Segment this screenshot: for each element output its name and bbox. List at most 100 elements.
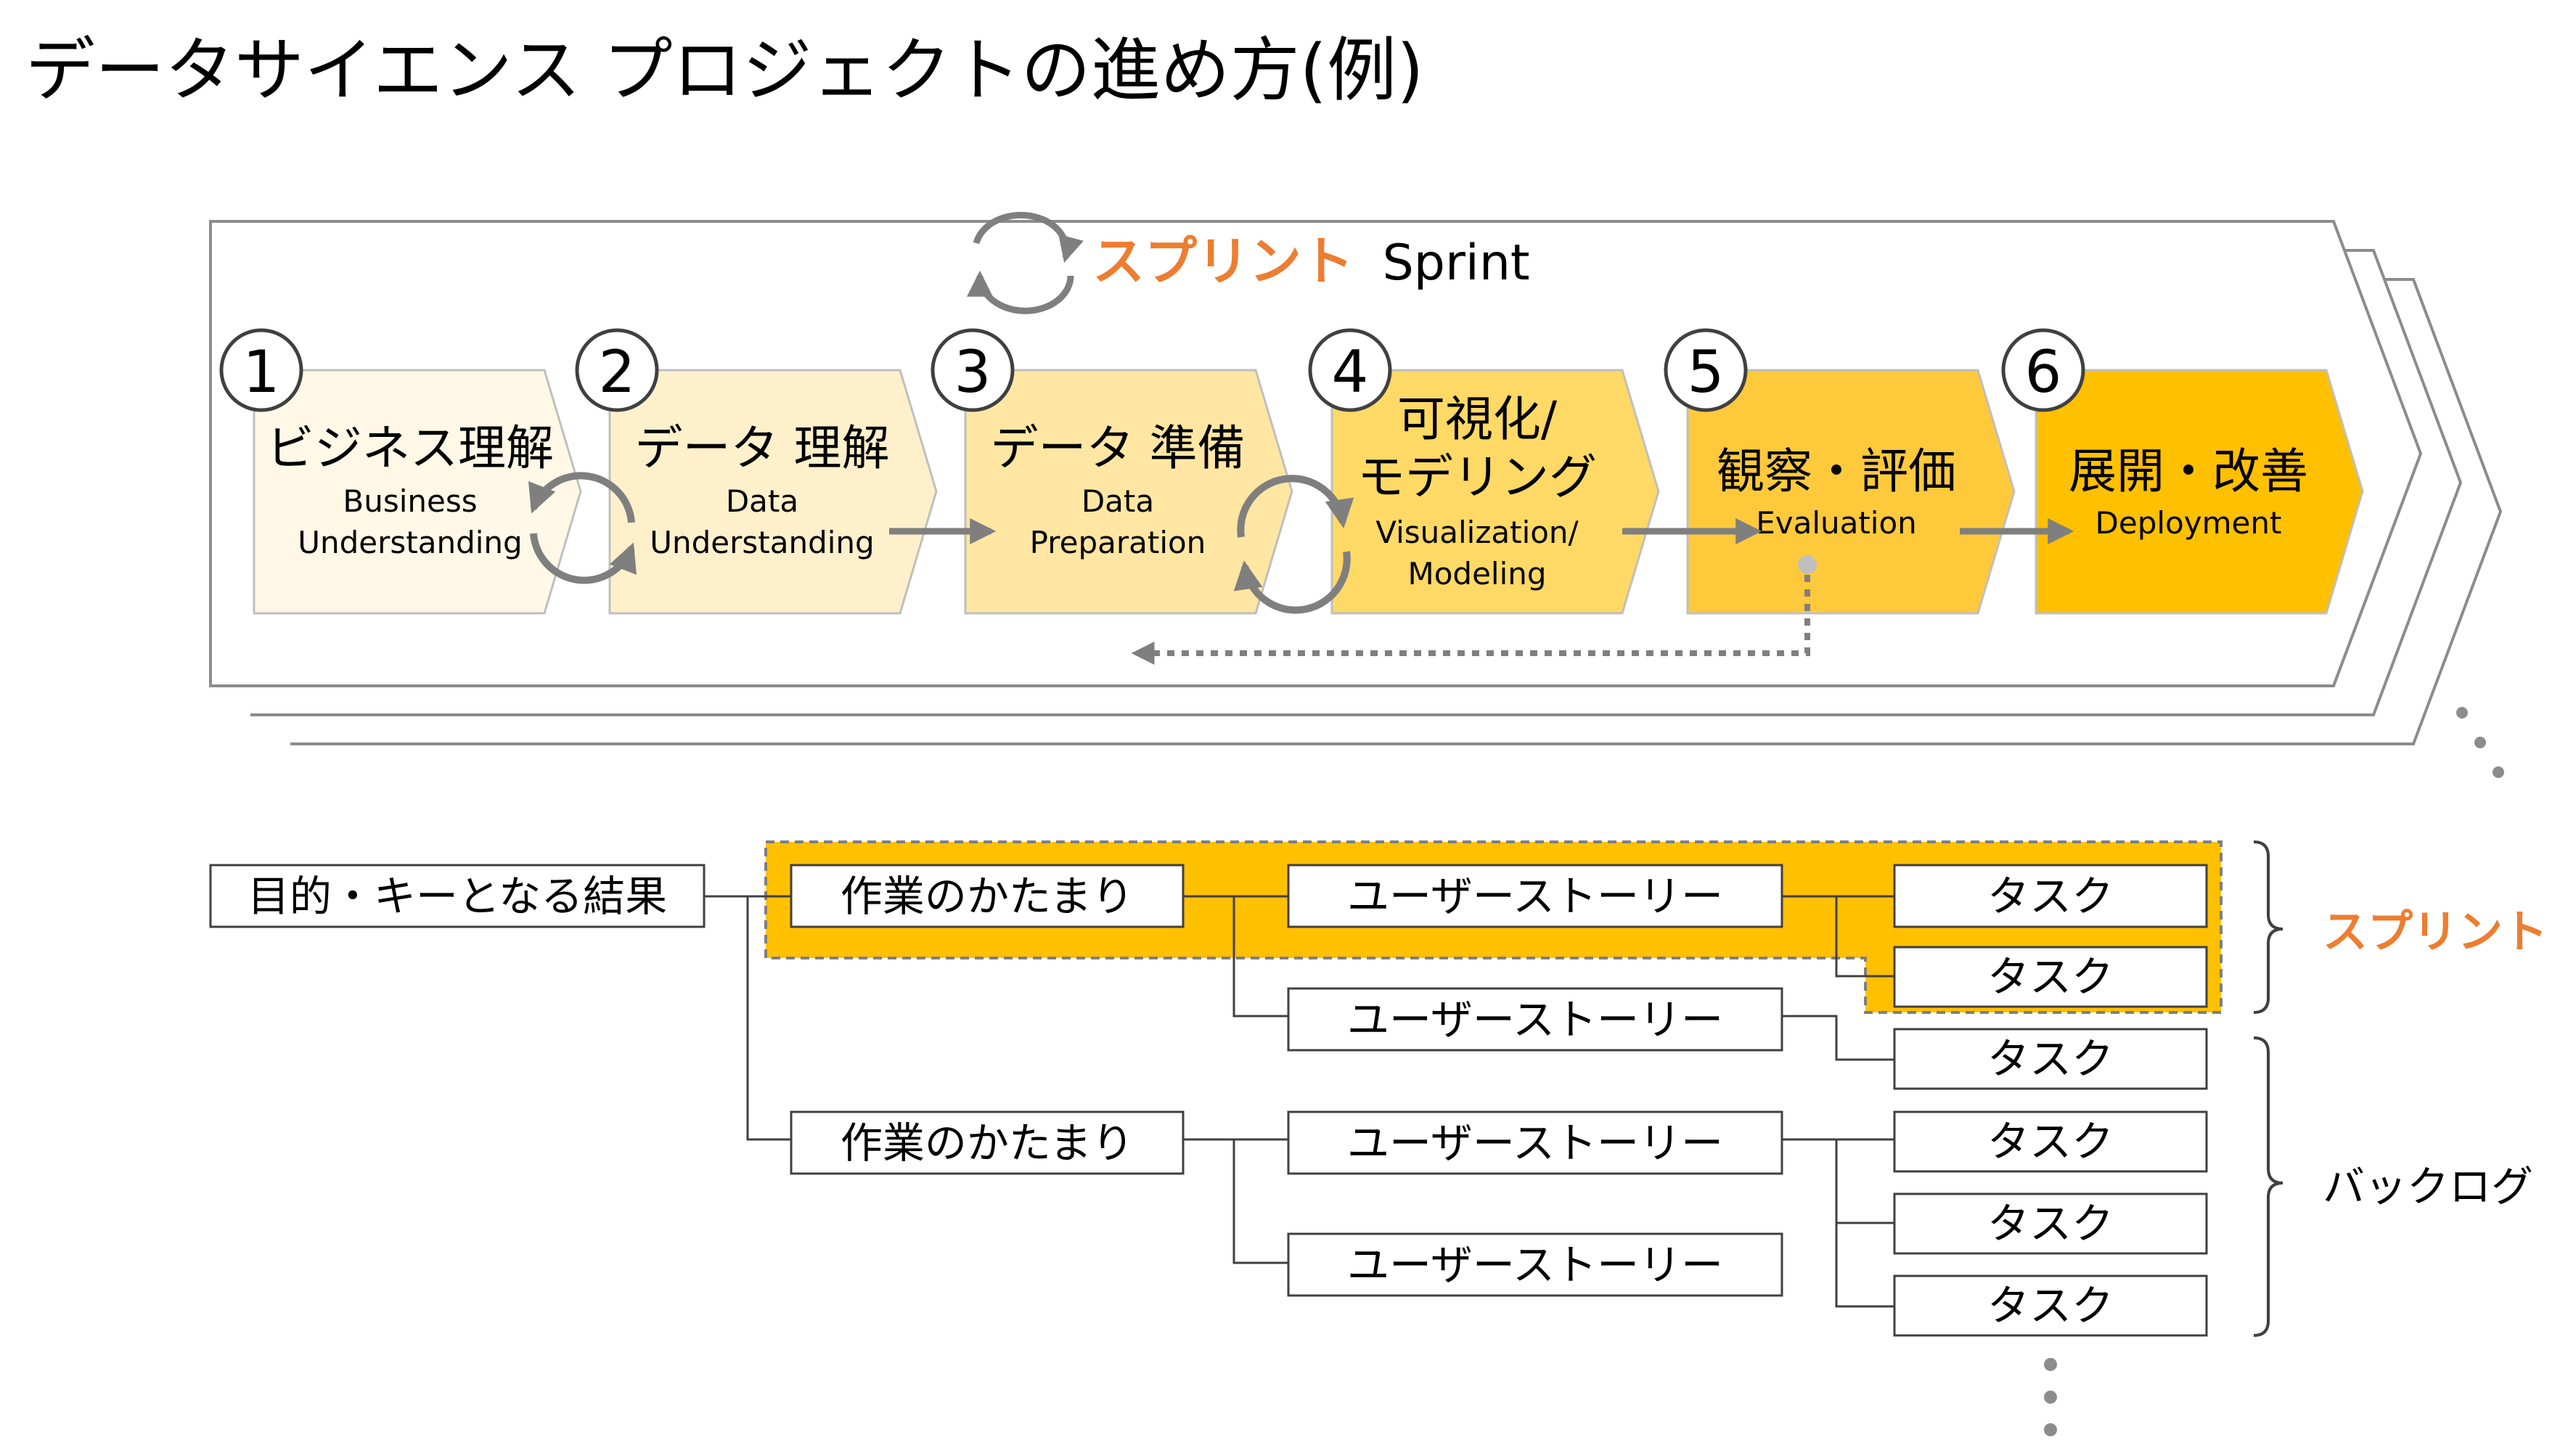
task-label: タスク [1987, 872, 2114, 921]
ellipsis-dot [2474, 737, 2486, 748]
step-3-label-en-2: Preparation [1030, 525, 1206, 560]
step-5-badge [1664, 328, 1748, 412]
step-3-badge [931, 328, 1015, 412]
more-tasks-ellipsis [2044, 1358, 2057, 1436]
page-title: データサイエンス プロジェクトの進め方(例) [25, 30, 1424, 111]
task-label: タスク [1987, 1117, 2114, 1166]
task-box [1893, 864, 2208, 928]
step-1-badge [219, 328, 303, 412]
step-1-number: 1 [243, 338, 280, 406]
epic-label: 作業のかたまり [841, 1118, 1134, 1168]
task-node[interactable]: タスク [1893, 946, 2208, 1008]
user-story-label: ユーザーストーリー [1347, 995, 1723, 1044]
sprint-header: スプリント Sprint [1092, 231, 1530, 292]
step-6-label-en: Deployment [2095, 505, 2282, 541]
task-node[interactable]: タスク [1893, 1192, 2208, 1255]
step-4[interactable]: 4 可視化/ モデリング Visualization/ Modeling [1308, 328, 1660, 615]
step-5-label-en: Evaluation [1756, 505, 1917, 541]
step-1-label-jp: ビジネス理解 [266, 420, 554, 476]
user-story-node[interactable]: ユーザーストーリー [1287, 1110, 1783, 1175]
user-story-box [1287, 1232, 1783, 1297]
user-story-node[interactable]: ユーザーストーリー [1287, 1232, 1783, 1297]
step-6-label-jp: 展開・改善 [2069, 443, 2308, 499]
epic-box [790, 1110, 1185, 1175]
more-sprints-ellipsis [2456, 707, 2504, 778]
step-5-number: 5 [1688, 338, 1725, 406]
backlog-bracket [2253, 1036, 2283, 1337]
step-3[interactable]: 3 データ 準備 Data Preparation [931, 328, 1293, 615]
sprint-header-jp: スプリント [1092, 231, 1354, 292]
step-2-label-en-2: Understanding [650, 525, 874, 560]
user-story-node[interactable]: ユーザーストーリー [1287, 864, 1783, 928]
task-node[interactable]: タスク [1893, 1274, 2208, 1337]
epic-label: 作業のかたまり [841, 872, 1134, 921]
step-3-shape [964, 369, 1293, 615]
sprint-bracket-label: スプリント [2323, 905, 2548, 958]
step-1-label-en-1: Business [343, 483, 477, 519]
step-1-label-en-2: Understanding [298, 525, 522, 560]
task-label: タスク [1987, 1199, 2114, 1248]
task-label: タスク [1987, 952, 2114, 1002]
task-label: タスク [1987, 1034, 2114, 1084]
step-4-label-jp-2: モデリング [1357, 449, 1597, 505]
tree-connectors [704, 895, 1894, 1308]
step-5[interactable]: 5 観察・評価 Evaluation [1664, 328, 2016, 615]
step-6-shape [2035, 369, 2364, 615]
ellipsis-dot [2044, 1423, 2057, 1436]
step-5-label-jp: 観察・評価 [1717, 443, 1956, 499]
epic-node[interactable]: 作業のかたまり [790, 1110, 1185, 1175]
step-5-shape [1686, 369, 2016, 615]
ellipsis-dot [2044, 1358, 2057, 1371]
task-box [1893, 946, 2208, 1008]
sprint-bracket [2253, 840, 2283, 1014]
step-4-number: 4 [1332, 338, 1369, 406]
root-objective-node[interactable]: 目的・キーとなる結果 [209, 864, 706, 928]
task-node[interactable]: タスク [1893, 1028, 2208, 1090]
step-4-label-jp-1: 可視化/ [1397, 391, 1558, 447]
task-box [1893, 1110, 2208, 1173]
ellipsis-dot [2044, 1391, 2057, 1404]
user-story-label: ユーザーストーリー [1347, 1118, 1723, 1168]
step-2-label-jp: データ 理解 [635, 420, 890, 476]
step-3-label-jp: データ 準備 [991, 420, 1246, 476]
root-objective-box [209, 864, 706, 928]
task-node[interactable]: タスク [1893, 1110, 2208, 1173]
step-1[interactable]: 1 ビジネス理解 Business Understanding [219, 328, 582, 615]
task-box [1893, 1274, 2208, 1337]
cycle-icon [967, 211, 1084, 314]
user-story-node[interactable]: ユーザーストーリー [1287, 987, 1783, 1052]
feedback-arrow [1131, 575, 1810, 665]
step-3-number: 3 [954, 338, 991, 406]
step-4-badge [1308, 328, 1392, 412]
user-story-box [1287, 987, 1783, 1052]
ellipsis-dot [2493, 766, 2504, 778]
backlog-bracket-label: バックログ [2323, 1162, 2533, 1211]
task-box [1893, 1192, 2208, 1255]
step-2[interactable]: 2 データ 理解 Data Understanding [575, 328, 938, 615]
user-story-box [1287, 864, 1783, 928]
step-2-badge [575, 328, 659, 412]
user-story-label: ユーザーストーリー [1347, 872, 1723, 921]
epic-box [790, 864, 1185, 928]
sprint-header-en: Sprint [1383, 234, 1530, 292]
step-6-badge [2001, 328, 2085, 412]
cycle-arrow-1-2 [528, 472, 637, 584]
step-2-number: 2 [599, 338, 636, 406]
feedback-origin-dot [1798, 555, 1817, 574]
epic-node[interactable]: 作業のかたまり [790, 864, 1185, 928]
step-6[interactable]: 6 展開・改善 Deployment [2001, 328, 2364, 615]
step-4-shape [1330, 369, 1660, 615]
step-2-label-en-1: Data [726, 483, 798, 519]
step-3-label-en-1: Data [1081, 483, 1154, 519]
step-4-label-en-2: Modeling [1407, 556, 1546, 592]
step-4-label-en-1: Visualization/ [1375, 515, 1579, 550]
task-node[interactable]: タスク [1893, 864, 2208, 928]
root-objective-label: 目的・キーとなる結果 [248, 872, 667, 921]
task-box [1893, 1028, 2208, 1090]
task-label: タスク [1987, 1281, 2114, 1330]
user-story-box [1287, 1110, 1783, 1175]
step-1-shape [253, 369, 582, 615]
cycle-arrow-3-4 [1233, 475, 1354, 614]
user-story-label: ユーザーストーリー [1347, 1240, 1723, 1290]
